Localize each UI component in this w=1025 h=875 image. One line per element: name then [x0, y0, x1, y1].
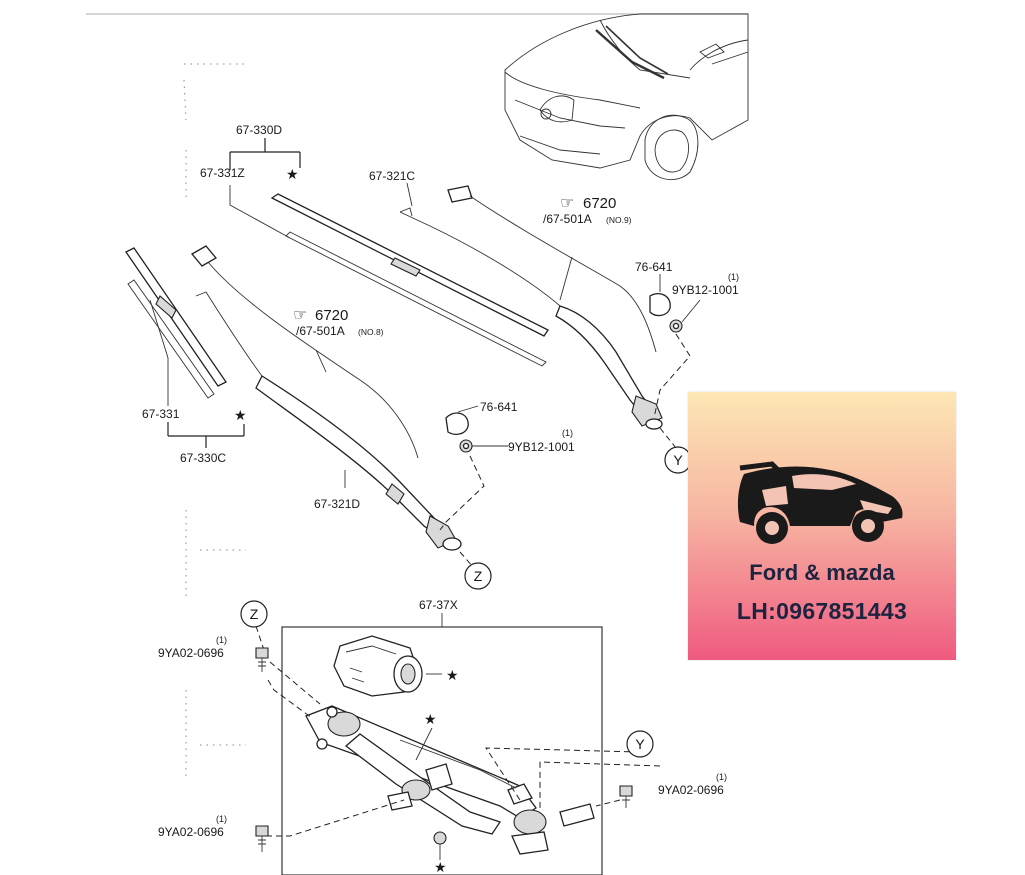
cap-center	[445, 405, 479, 436]
blade-driver	[270, 193, 549, 367]
wiper-linkage	[305, 705, 595, 855]
marker-y-bottom-label: Y	[635, 736, 645, 752]
dashed-z-mid-2	[459, 551, 475, 569]
promo-brand: Ford & mazda	[749, 560, 895, 585]
star-330C: ★	[234, 407, 247, 423]
label-76-641-center: 76-641	[480, 400, 518, 414]
leader-6720-2	[315, 349, 327, 373]
qty-nut-center: (1)	[562, 428, 573, 438]
star-center-bolt: ★	[434, 859, 447, 875]
marker-z-bottom	[240, 600, 268, 628]
car-illustration	[504, 13, 749, 181]
arm-driver	[399, 185, 663, 430]
qty-nut-right: (1)	[728, 272, 739, 282]
label-67-501A-2: /67-501A	[296, 324, 345, 338]
star-linkage: ★	[424, 711, 437, 727]
label-67-330C: 67-330C	[180, 451, 226, 465]
label-9YA02-0696-left-bottom: 9YA02-0696	[158, 825, 224, 839]
label-67-331: 67-331	[142, 407, 180, 421]
qty-bolt-left-top: (1)	[216, 635, 227, 645]
wiper-motor	[333, 635, 442, 697]
center-bolt	[433, 831, 447, 860]
label-9YB12-1001-center: 9YB12-1001	[508, 440, 575, 454]
cap-right	[649, 274, 671, 317]
label-67-331Z: 67-331Z	[200, 166, 245, 180]
nut-right	[669, 299, 701, 333]
leader-6720-1	[559, 256, 573, 301]
arm-passenger	[191, 245, 462, 551]
label-6720-2: 6720	[315, 307, 348, 324]
marker-z-bottom-label: Z	[250, 606, 259, 622]
dashed-y-top	[653, 333, 691, 419]
leader-star-linkage	[415, 727, 433, 761]
nut-center	[459, 439, 508, 453]
shop-promo-badge: Ford & mazda LH:0967851443	[688, 392, 956, 660]
label-67-501A-1: /67-501A	[543, 212, 592, 226]
bolt-left-top	[255, 647, 269, 672]
bolt-right	[619, 785, 633, 808]
label-9YB12-1001-right: 9YB12-1001	[672, 283, 739, 297]
marker-z-mid	[464, 562, 492, 590]
sports-car-logo	[737, 461, 903, 544]
star-motor: ★	[446, 667, 459, 683]
label-no8: (NO.8)	[358, 327, 384, 337]
bracket-330D	[229, 138, 301, 170]
leader-331	[149, 299, 169, 406]
label-76-641-right: 76-641	[635, 260, 673, 274]
qty-bolt-left-bottom: (1)	[216, 814, 227, 824]
dotted-guides	[183, 63, 246, 780]
label-67-321D: 67-321D	[314, 497, 360, 511]
leader-321C	[406, 182, 413, 207]
marker-y-top-label: Y	[673, 452, 683, 468]
reference-hand-icon: ☞ ☞	[293, 195, 574, 324]
label-6720-1: 6720	[583, 195, 616, 212]
marker-y-bottom	[626, 730, 654, 758]
bolt-left-bottom	[255, 825, 269, 852]
bracket-330C	[167, 422, 245, 448]
svg-text:☞: ☞	[560, 195, 574, 212]
label-9YA02-0696-right: 9YA02-0696	[658, 783, 724, 797]
qty-bolt-right: (1)	[716, 772, 727, 782]
promo-phone: LH:0967851443	[736, 598, 908, 624]
dashed-z-mid	[439, 455, 485, 531]
marker-z-mid-label: Z	[474, 568, 483, 584]
label-67-37X: 67-37X	[419, 598, 458, 612]
label-67-321C: 67-321C	[369, 169, 415, 183]
label-67-330D: 67-330D	[236, 123, 282, 137]
blade-passenger	[125, 247, 227, 399]
dashed-attach-lines	[255, 625, 661, 837]
star-330D: ★	[286, 166, 299, 182]
label-no9: (NO.9)	[606, 215, 632, 225]
dashed-y-top-2	[659, 427, 677, 449]
label-9YA02-0696-left-top: 9YA02-0696	[158, 646, 224, 660]
leader-331Z	[229, 185, 291, 239]
svg-text:☞: ☞	[293, 307, 307, 324]
